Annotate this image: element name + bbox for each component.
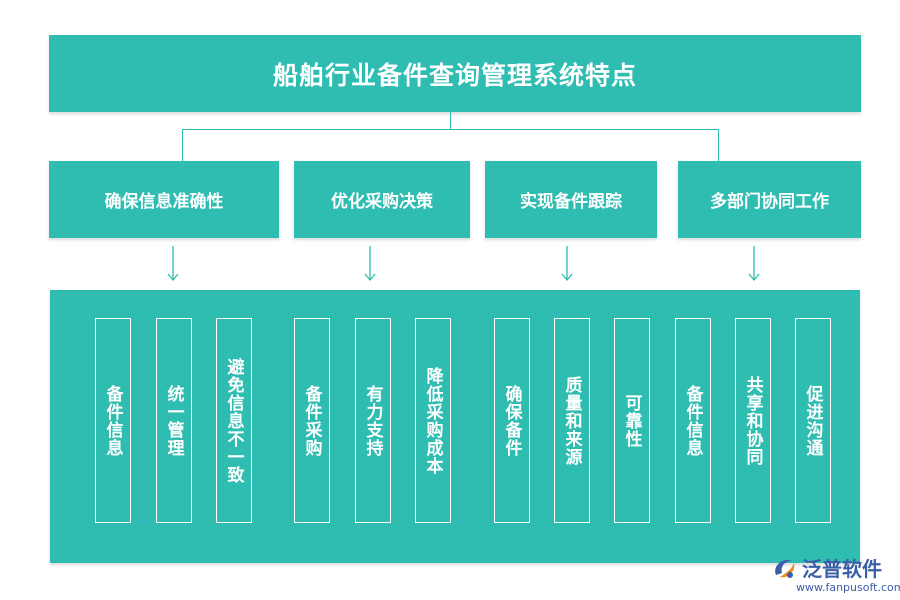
diagram-title-box: 船舶行业备件查询管理系统特点 <box>49 35 861 112</box>
item-box: 共享和协同 <box>735 318 771 523</box>
item-label: 统一管理 <box>163 384 184 457</box>
item-label: 避免信息不一致 <box>223 357 244 484</box>
category-box-1: 确保信息准确性 <box>49 161 279 238</box>
category-box-4: 多部门协同工作 <box>678 161 861 238</box>
down-arrow-icon <box>748 246 760 282</box>
category-label: 实现备件跟踪 <box>520 192 622 212</box>
down-arrow-icon <box>167 246 179 282</box>
category-label: 优化采购决策 <box>331 192 433 212</box>
item-label: 可靠性 <box>621 393 642 448</box>
logo-name: 泛普软件 <box>802 557 882 581</box>
item-label: 质量和来源 <box>561 375 582 466</box>
item-label: 降低采购成本 <box>422 366 443 475</box>
logo-swirl-icon <box>775 559 795 578</box>
logo-url: www.fanpusoft.com <box>796 581 900 594</box>
down-arrow-icon <box>561 246 573 282</box>
item-label: 促进沟通 <box>802 384 823 457</box>
connector-drop-1 <box>182 129 183 161</box>
item-box: 备件信息 <box>675 318 711 523</box>
diagram-title: 船舶行业备件查询管理系统特点 <box>272 60 637 90</box>
item-box: 有力支持 <box>355 318 391 523</box>
connector-drop-4 <box>718 129 719 161</box>
item-label: 备件信息 <box>102 384 123 457</box>
category-label: 多部门协同工作 <box>710 192 829 212</box>
category-label: 确保信息准确性 <box>104 192 224 212</box>
item-box: 避免信息不一致 <box>216 318 252 523</box>
item-box: 降低采购成本 <box>415 318 451 523</box>
item-box: 确保备件 <box>494 318 530 523</box>
item-box: 备件信息 <box>95 318 131 523</box>
category-box-3: 实现备件跟踪 <box>485 161 657 238</box>
item-box: 质量和来源 <box>554 318 590 523</box>
company-logo: 泛普软件 www.fanpusoft.com <box>770 553 900 597</box>
item-label: 确保备件 <box>501 384 522 457</box>
item-box: 可靠性 <box>614 318 650 523</box>
item-label: 备件采购 <box>301 384 322 457</box>
connector-stem <box>450 112 451 129</box>
item-label: 备件信息 <box>682 384 703 457</box>
item-label: 有力支持 <box>362 384 383 457</box>
item-box: 统一管理 <box>156 318 192 523</box>
item-box: 促进沟通 <box>795 318 831 523</box>
item-box: 备件采购 <box>294 318 330 523</box>
item-label: 共享和协同 <box>742 375 763 466</box>
category-box-2: 优化采购决策 <box>294 161 470 238</box>
down-arrow-icon <box>364 246 376 282</box>
detail-panel <box>50 290 860 563</box>
connector-bar <box>182 129 719 130</box>
